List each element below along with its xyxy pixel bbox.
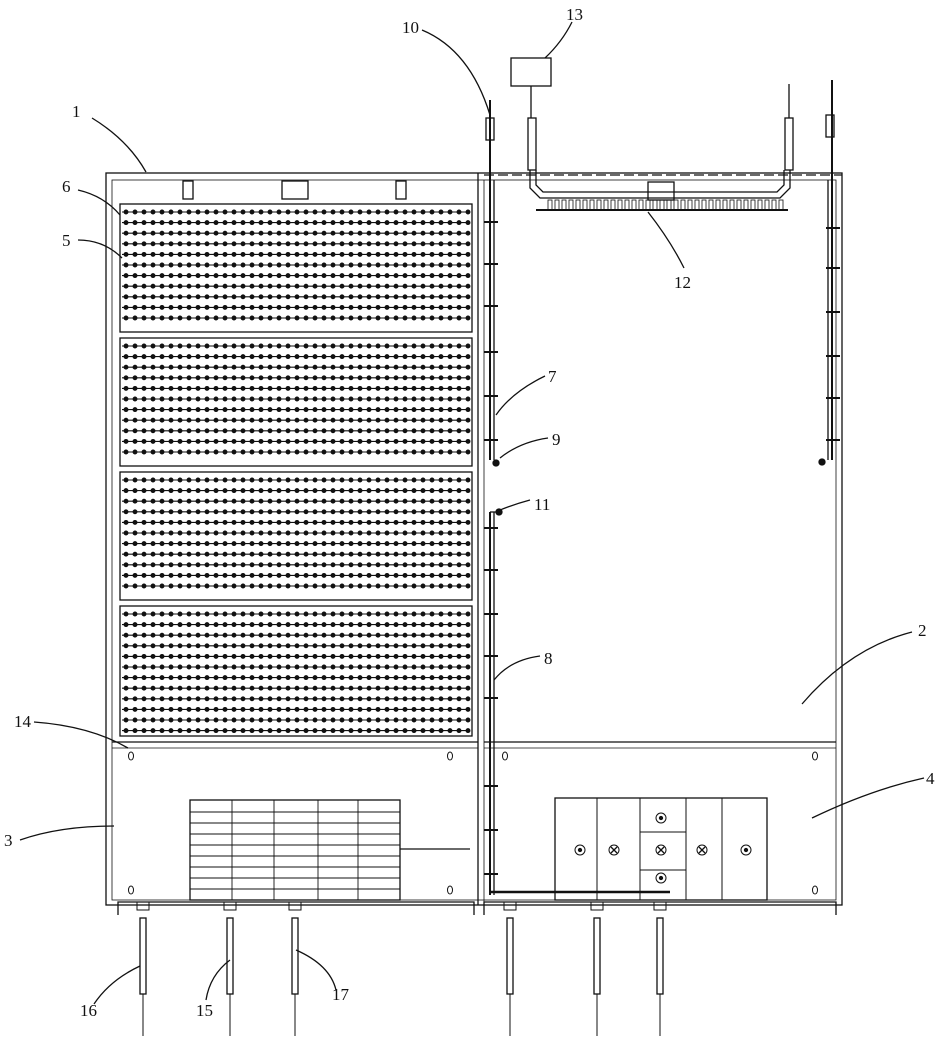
bottom-header-right [483, 901, 837, 915]
tank-outer-wall [105, 172, 843, 906]
drain-marks [128, 751, 818, 895]
left-top-fitting-3 [395, 180, 407, 200]
bottom-header-left [117, 901, 475, 915]
nozzle-9 [492, 459, 500, 467]
label-4: 4 [926, 769, 935, 788]
label-7: 7 [548, 367, 557, 386]
label-2: 2 [918, 621, 927, 640]
leader-6 [77, 189, 121, 216]
leader-15 [205, 959, 231, 1001]
label-14: 14 [14, 712, 32, 731]
leader-5 [77, 239, 123, 259]
leader-13 [544, 21, 573, 59]
leader-12 [647, 211, 685, 269]
leader-16 [93, 965, 141, 1005]
leader-14 [33, 721, 129, 749]
label-13: 13 [566, 5, 583, 24]
left-top-fitting-1 [182, 180, 194, 200]
packing-module-3 [119, 471, 473, 601]
leader-9 [499, 437, 549, 459]
grid-unit [189, 799, 401, 901]
label-5: 5 [62, 231, 71, 250]
label-9: 9 [552, 430, 561, 449]
leader-4 [811, 777, 925, 819]
label-8: 8 [544, 649, 553, 668]
leader-3 [19, 825, 115, 841]
leader-7 [495, 375, 546, 416]
device-13 [510, 57, 552, 87]
label-16: 16 [80, 1001, 97, 1020]
packing-module-2 [119, 337, 473, 467]
label-1: 1 [72, 102, 81, 121]
packing-rows [122, 209, 471, 734]
leader-8 [493, 655, 541, 681]
leader-1 [91, 117, 147, 173]
equipment-unit [554, 797, 768, 901]
label-15: 15 [196, 1001, 213, 1020]
leader-10 [421, 29, 491, 116]
label-12: 12 [674, 273, 691, 292]
label-6: 6 [62, 177, 71, 196]
left-top-fitting-2 [281, 180, 309, 200]
packing-module-1 [119, 203, 473, 333]
leader-2 [801, 631, 913, 705]
label-17: 17 [332, 985, 350, 1004]
packing-module-4 [119, 605, 473, 737]
label-3: 3 [4, 831, 13, 850]
label-11: 11 [534, 495, 550, 514]
label-10: 10 [402, 18, 419, 37]
leader-17 [295, 949, 337, 991]
tank-inner-wall [111, 179, 837, 901]
leader-11 [499, 499, 531, 511]
